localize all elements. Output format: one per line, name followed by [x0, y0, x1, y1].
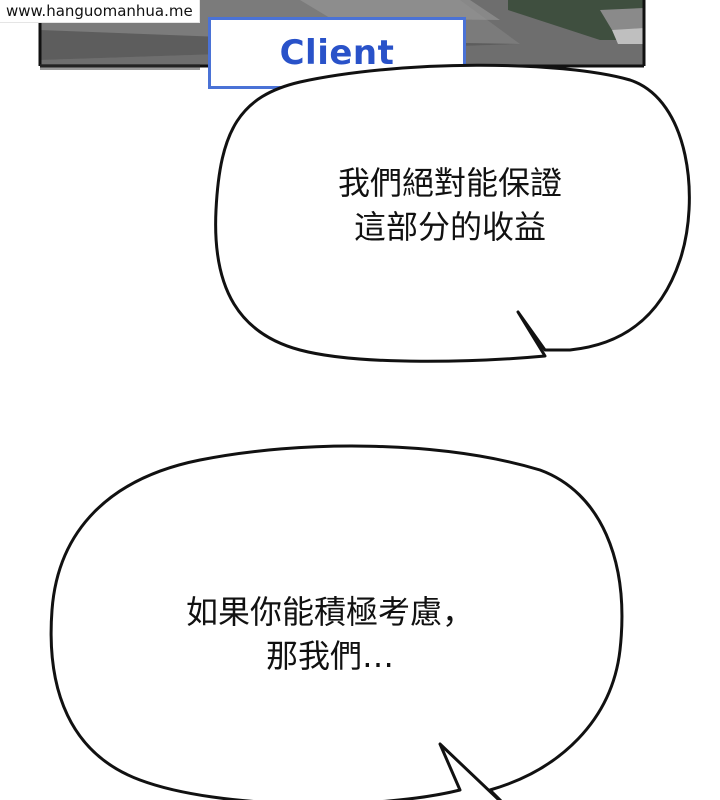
book-2 — [600, 8, 644, 30]
speech-bubble-1-line-1: 我們絕對能保證 — [337, 164, 562, 202]
speech-bubble-2-text: 如果你能積極考慮， 那我們… — [130, 590, 530, 678]
caption-label: Client — [279, 33, 395, 73]
speech-bubble-2-outline — [49, 444, 624, 800]
speech-bubble-2-line-1: 如果你能積極考慮， — [185, 593, 474, 631]
speech-bubble-1-outline — [214, 63, 691, 363]
speech-bubble-2-line-2: 那我們… — [265, 637, 394, 675]
panel-smudge — [40, 64, 200, 70]
speech-bubble-1-line-2: 這部分的收益 — [353, 208, 546, 246]
speech-bubble-1-text: 我們絕對能保證 這部分的收益 — [270, 161, 630, 249]
book-3 — [612, 28, 644, 44]
desk-highlight — [300, 0, 500, 20]
watermark: www.hanguomanhua.me — [0, 0, 200, 23]
